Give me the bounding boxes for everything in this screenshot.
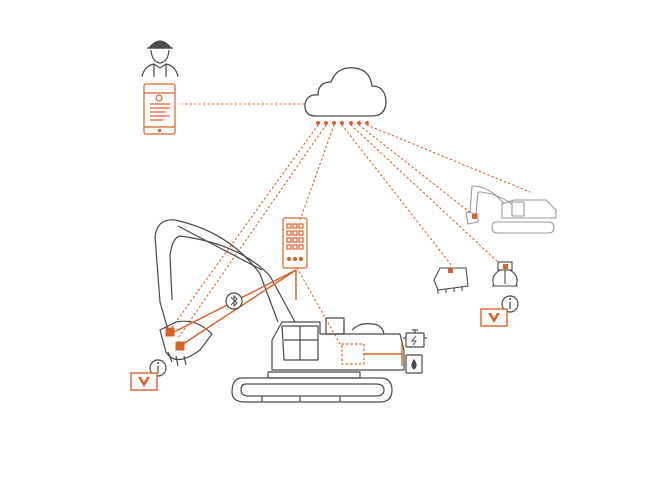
link-cloud-bucket-attachment	[341, 124, 453, 267]
data-links	[169, 103, 531, 345]
logo-icon-right	[480, 308, 508, 327]
attachment-grapple	[492, 261, 518, 287]
cloud-icon	[304, 67, 387, 117]
phone-icon	[143, 83, 176, 135]
worker-icon	[141, 40, 179, 78]
attachment-grapple-sensor	[503, 264, 508, 269]
attachment-bucket-sensor	[448, 268, 453, 273]
fuel-icon	[405, 354, 423, 374]
controller-icon	[282, 217, 308, 269]
bluetooth-icon	[225, 292, 243, 310]
info-icon-left[interactable]	[149, 359, 167, 377]
excavator-small	[465, 185, 557, 234]
cloud-ports	[316, 121, 369, 125]
link-cloud-controller	[299, 124, 335, 221]
link-controller-engine	[296, 267, 341, 345]
excavator-main	[154, 219, 405, 403]
link-cloud-bucket-1	[169, 124, 319, 331]
attachment-bucket	[433, 267, 469, 294]
excavator-small-sensor	[472, 214, 477, 219]
engine-icon	[403, 329, 427, 348]
link-cloud-excavator-small-2	[366, 124, 531, 193]
link-cloud-excavator-small	[358, 124, 473, 215]
engine-unit	[341, 342, 403, 366]
info-icon-right[interactable]	[501, 295, 519, 313]
logo-icon-left	[130, 372, 158, 391]
link-cloud-grapple	[350, 124, 499, 263]
link-cloud-bucket-2	[177, 124, 327, 339]
